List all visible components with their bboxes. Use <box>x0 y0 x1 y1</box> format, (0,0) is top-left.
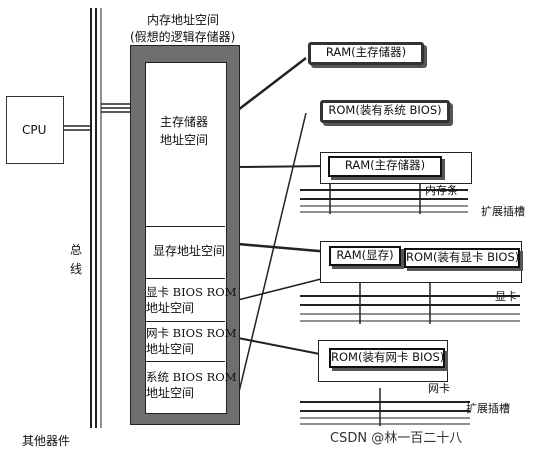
gpu-bios-segment-line2: 地址空间 <box>146 301 195 315</box>
memory-space-subtitle: (假想的逻辑存储器) <box>130 30 236 44</box>
bus-label-2: 线 <box>70 262 83 276</box>
memory-stick-label: 内存条 <box>425 184 458 197</box>
gpu-bios-segment-line1: 显卡 BIOS ROM <box>146 285 237 299</box>
segment-divider <box>145 226 225 227</box>
other-devices-label: 其他器件 <box>22 434 71 448</box>
nic-bios-segment-line1: 网卡 BIOS ROM <box>146 326 237 340</box>
main-memory-segment-line2: 地址空间 <box>160 133 209 147</box>
rom-nic-bios-chip: ROM(装有网卡 BIOS) <box>329 348 445 368</box>
segment-divider <box>145 321 225 322</box>
ram-main-chip: RAM(主存储器) <box>308 42 424 65</box>
rom-system-bios-chip: ROM(装有系统 BIOS) <box>320 100 450 123</box>
vram-chip: RAM(显存) <box>329 246 401 266</box>
sys-bios-segment-line2: 地址空间 <box>146 386 195 400</box>
bus-label-1: 总 <box>70 243 83 257</box>
main-memory-segment-line1: 主存储器 <box>160 115 209 129</box>
nic-card-label: 网卡 <box>428 382 450 395</box>
expansion-slot-label-1: 扩展插槽 <box>481 205 525 218</box>
expansion-slot-label-2: 扩展插槽 <box>466 402 510 415</box>
watermark-text: CSDN @林一百二十八 <box>330 431 463 446</box>
memory-space-body <box>145 62 227 414</box>
memory-space-title: 内存地址空间 <box>147 13 220 27</box>
vram-segment: 显存地址空间 <box>153 244 226 258</box>
cpu-label: CPU <box>22 123 47 137</box>
sys-bios-segment-line1: 系统 BIOS ROM <box>146 370 237 384</box>
gpu-card-label: 显卡 <box>495 290 517 303</box>
ram-stick-chip: RAM(主存储器) <box>328 156 442 177</box>
segment-divider <box>145 278 225 279</box>
segment-divider <box>145 361 225 362</box>
cpu-box <box>6 96 64 164</box>
nic-bios-segment-line2: 地址空间 <box>146 342 195 356</box>
rom-gpu-bios-chip: ROM(装有显卡 BIOS) <box>404 248 520 268</box>
